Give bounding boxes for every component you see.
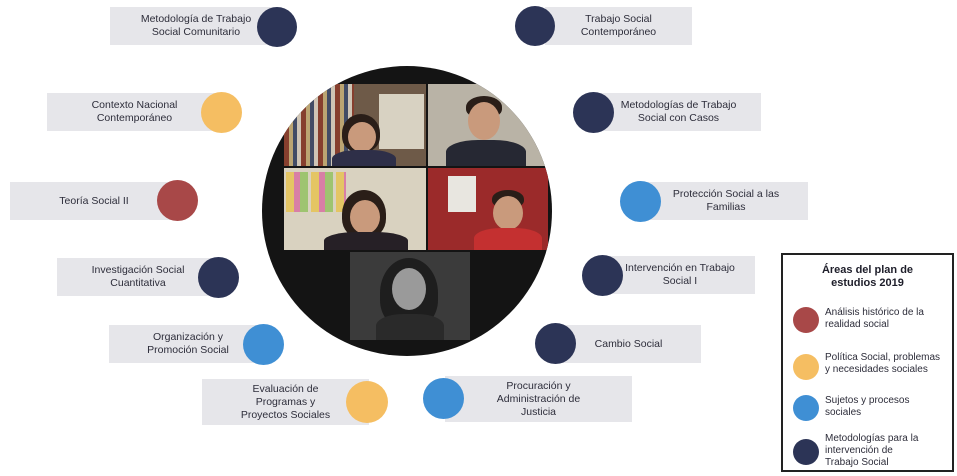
node-dot-procuracion-justicia (423, 378, 464, 419)
legend-box: Áreas del plan de estudios 2019 Análisis… (781, 253, 954, 472)
node-label-investigacion-social: Investigación Social Cuantitativa (57, 258, 219, 296)
legend-label-historico: Análisis histórico de la realidad social (825, 307, 924, 330)
legend-dot-sujetos (793, 395, 819, 421)
node-label-proteccion-social: Protección Social a las Familias (644, 182, 808, 220)
node-label-contexto-nacional: Contexto Nacional Contemporáneo (47, 93, 222, 131)
node-dot-trabajo-social-contemporaneo (515, 6, 555, 46)
node-dot-intervencion-trabajo-social (582, 255, 623, 296)
legend-label-metodologias: Metodologías para la intervención de Tra… (825, 433, 919, 468)
node-dot-metodologias-casos (573, 92, 614, 133)
participant-tile-1 (284, 84, 426, 166)
node-label-metodologias-casos: Metodologías de Trabajo Social con Casos (596, 93, 761, 131)
node-dot-proteccion-social (620, 181, 661, 222)
legend-label-sujetos: Sujetos y procesos sociales (825, 395, 910, 418)
node-label-organizacion-promocion: Organización y Promoción Social (109, 325, 267, 363)
participant-tile-5 (350, 252, 470, 340)
legend-label-politica: Política Social, problemas y necesidades… (825, 352, 941, 375)
participant-tile-3 (284, 168, 426, 250)
node-dot-teoria-social (157, 180, 198, 221)
participant-tile-4 (428, 168, 548, 250)
node-dot-cambio-social (535, 323, 576, 364)
node-dot-organizacion-promocion (243, 324, 284, 365)
legend-dot-politica (793, 354, 819, 380)
participant-tile-2 (428, 84, 548, 166)
node-label-intervencion-trabajo-social: Intervención en Trabajo Social I (605, 256, 755, 294)
legend-dot-metodologias (793, 439, 819, 465)
video-call-photo (262, 66, 552, 356)
node-dot-investigacion-social (198, 257, 239, 298)
node-label-procuracion-justicia: Procuración y Administración de Justicia (445, 376, 632, 422)
node-dot-metodologia-comunitario (257, 7, 297, 47)
node-label-metodologia-comunitario: Metodología de Trabajo Social Comunitari… (110, 7, 282, 45)
node-label-teoria-social: Teoría Social II (10, 182, 178, 220)
node-label-cambio-social: Cambio Social (556, 325, 701, 363)
legend-title: Áreas del plan de estudios 2019 (821, 264, 914, 289)
node-label-evaluacion-programas: Evaluación de Programas y Proyectos Soci… (202, 379, 369, 425)
legend-dot-historico (793, 307, 819, 333)
node-dot-contexto-nacional (201, 92, 242, 133)
node-label-trabajo-social-contemporaneo: Trabajo Social Contemporáneo (545, 7, 692, 45)
node-dot-evaluacion-programas (346, 381, 388, 423)
